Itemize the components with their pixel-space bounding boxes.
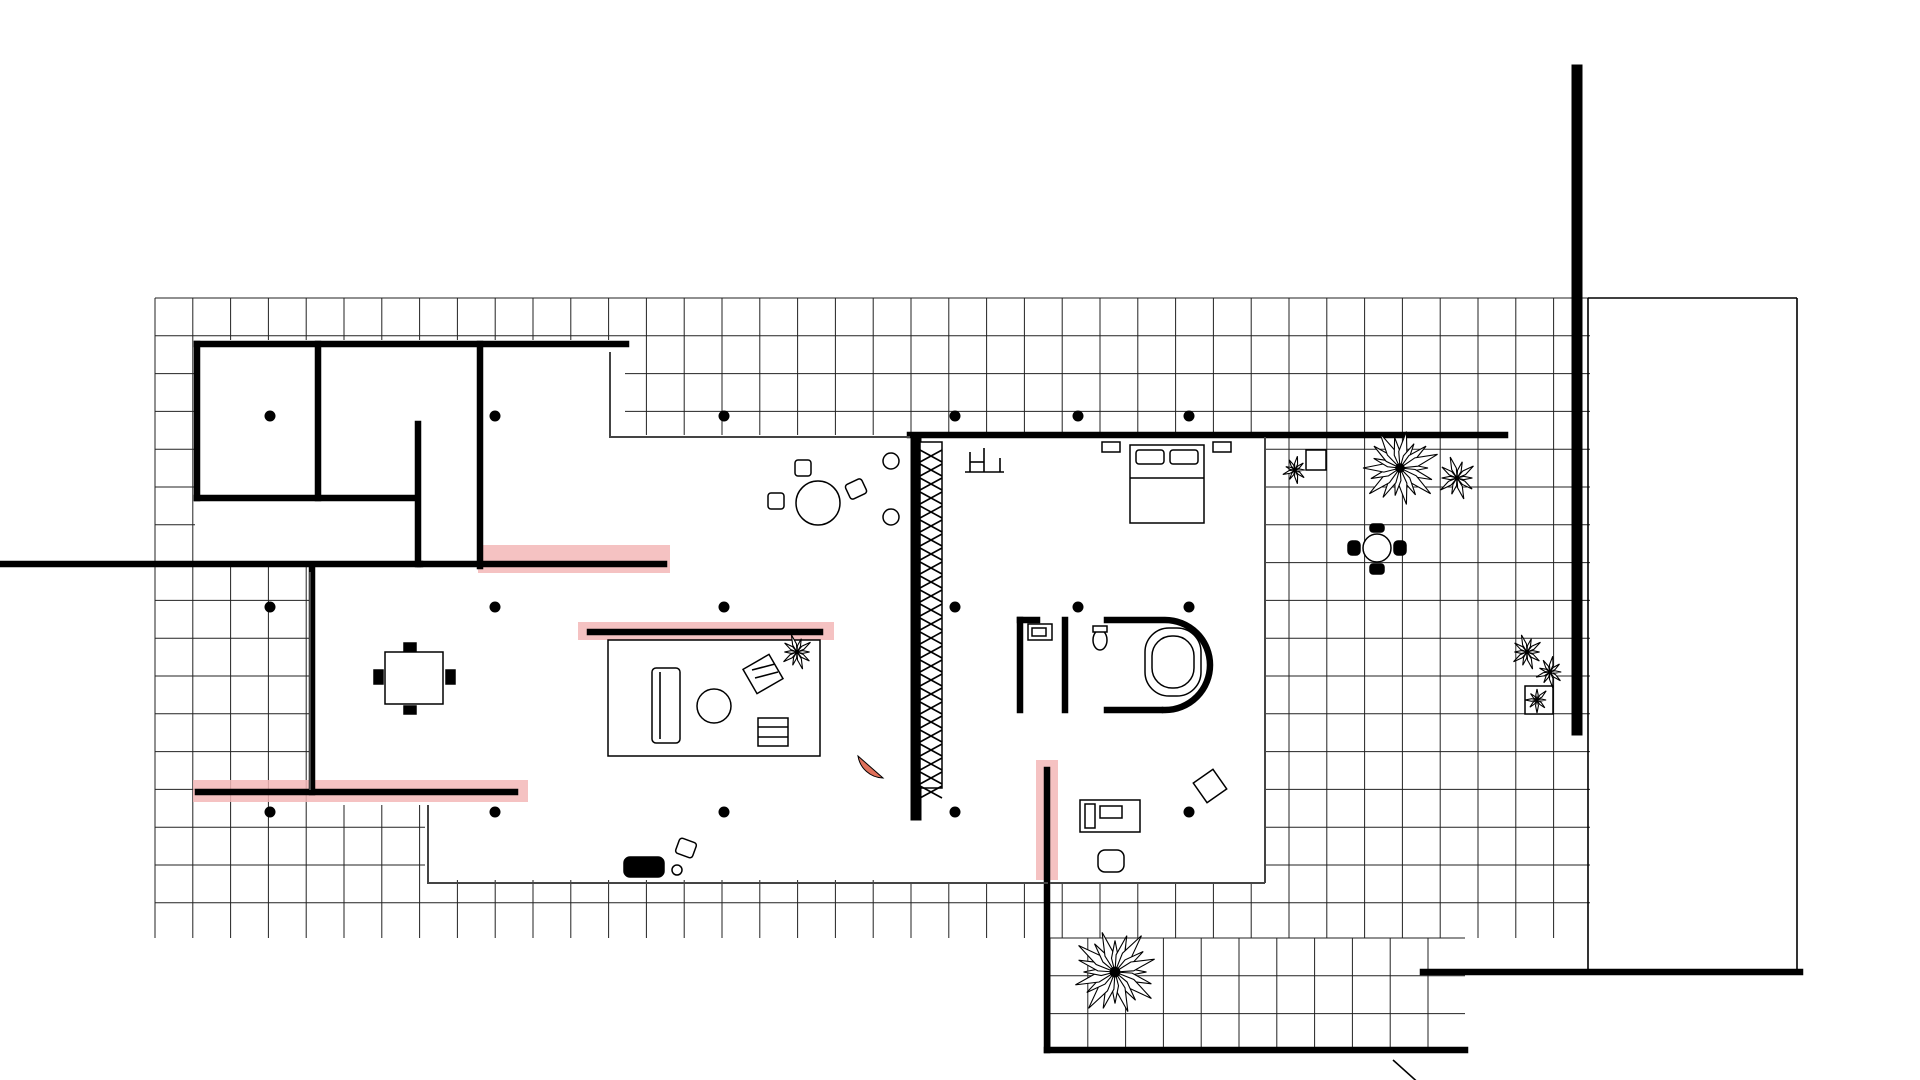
plant-icon: [783, 634, 811, 670]
paving-grid-annex: [1049, 937, 1465, 1048]
table-icon: [1347, 523, 1407, 575]
plant-icon: [1440, 456, 1474, 500]
glazing-lines: [309, 297, 1798, 1080]
furniture: [373, 441, 1554, 878]
plant-icon: [1282, 456, 1305, 484]
chair-icon: [965, 448, 1004, 473]
storage-cabinet: [919, 441, 943, 799]
plant-icon: [1075, 932, 1155, 1012]
sofa-icon: [651, 667, 681, 744]
plant-icon: [1535, 656, 1562, 688]
bed-icon: [1101, 441, 1232, 524]
desk-icon: [1079, 768, 1228, 873]
planter-box: [1305, 449, 1327, 471]
plants: [783, 431, 1562, 1012]
plant-icon: [1513, 634, 1541, 670]
bath-enclosure-curve: [1103, 616, 1214, 714]
structural-columns: [264, 410, 1195, 818]
door-swing-marker: [857, 754, 885, 779]
chair-icon: [767, 452, 900, 526]
table-icon: [696, 688, 732, 724]
sink-icon: [1027, 623, 1053, 641]
chair-icon: [623, 837, 698, 878]
toilet-icon: [1092, 625, 1108, 651]
bathtub-icon: [1144, 627, 1202, 697]
table-icon: [795, 480, 841, 526]
plant-icon: [1524, 688, 1547, 714]
plant-icon: [1362, 431, 1438, 505]
chair-icon: [741, 653, 789, 747]
highlight-wall-1: [478, 545, 670, 573]
table-icon: [373, 642, 456, 715]
